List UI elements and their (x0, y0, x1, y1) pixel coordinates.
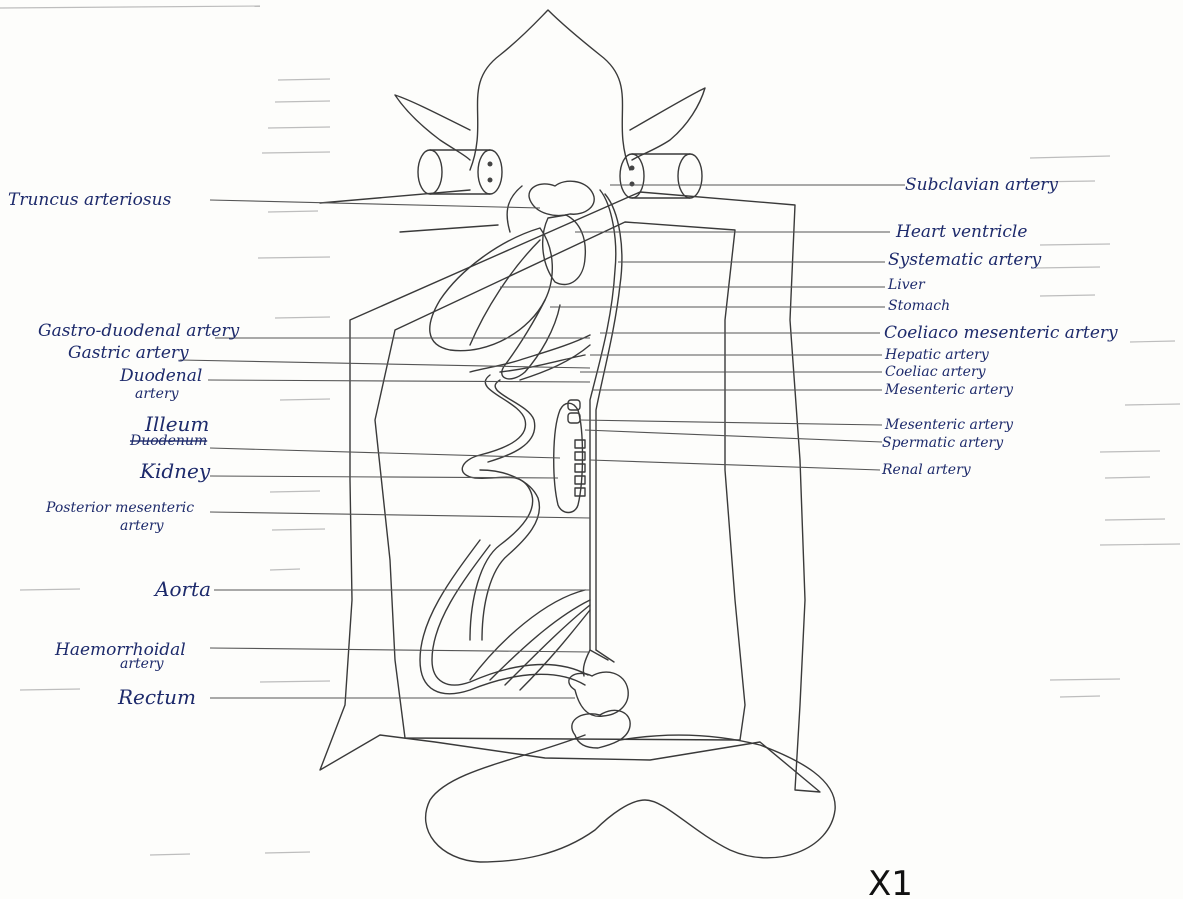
label-aorta: Aorta (153, 577, 211, 601)
label-hepatic-artery: Hepatic artery (884, 347, 990, 363)
label-systematic-artery: Systematic artery (888, 250, 1042, 270)
label-kidney: Kidney (139, 459, 211, 483)
label-renal-artery: Renal artery (881, 462, 972, 478)
body-cavity-outline (375, 222, 745, 740)
label-duodenal-artery-line1: Duodenal (119, 366, 202, 386)
label-spermatic-artery: Spermatic artery (882, 435, 1004, 451)
label-coeliac-artery: Coeliac artery (885, 364, 987, 380)
truncus-arteriosus-shape (529, 181, 594, 215)
label-duodenal-artery-line2: artery (135, 386, 180, 402)
label-rectum: Rectum (117, 685, 196, 709)
label-coeliaco-mesenteric-artery: Coeliaco mesenteric artery (884, 323, 1118, 343)
label-heart-ventricle: Heart ventricle (895, 222, 1027, 242)
label-liver: Liver (887, 277, 926, 293)
label-truncus-arteriosus: Truncus arteriosus (8, 190, 172, 210)
label-stomach: Stomach (888, 298, 950, 314)
illeum-shape (462, 375, 532, 640)
label-mesenteric-artery-upper: Mesenteric artery (884, 382, 1014, 398)
rectum-shape (569, 672, 628, 716)
label-posterior-mesenteric-line1: Posterior mesenteric (45, 500, 194, 516)
coeliaco-mesenteric-branches (470, 335, 590, 380)
left-shoulder-cylinder (418, 150, 502, 194)
label-posterior-mesenteric-line2: artery (120, 518, 165, 534)
label-haemorrhoidal-line2: artery (120, 656, 165, 672)
head-outline (470, 10, 630, 170)
left-labels: Truncus arteriosus Gastro-duodenal arter… (8, 190, 240, 709)
internal-organs (420, 181, 628, 716)
right-forelimb (630, 88, 705, 160)
label-gastro-duodenal-artery: Gastro-duodenal artery (38, 321, 240, 341)
label-gastric-artery: Gastric artery (68, 343, 189, 363)
frog-body-outline (320, 10, 835, 862)
testis-segments (575, 440, 585, 496)
magnification-label: X1 (868, 864, 913, 899)
label-mesenteric-artery-lower: Mesenteric artery (884, 417, 1014, 433)
label-subclavian-artery: Subclavian artery (905, 175, 1058, 195)
leader-lines (180, 185, 905, 698)
label-duodenum-struck: Duodenum (129, 433, 207, 449)
right-labels: Subclavian artery Heart ventricle System… (881, 175, 1118, 478)
